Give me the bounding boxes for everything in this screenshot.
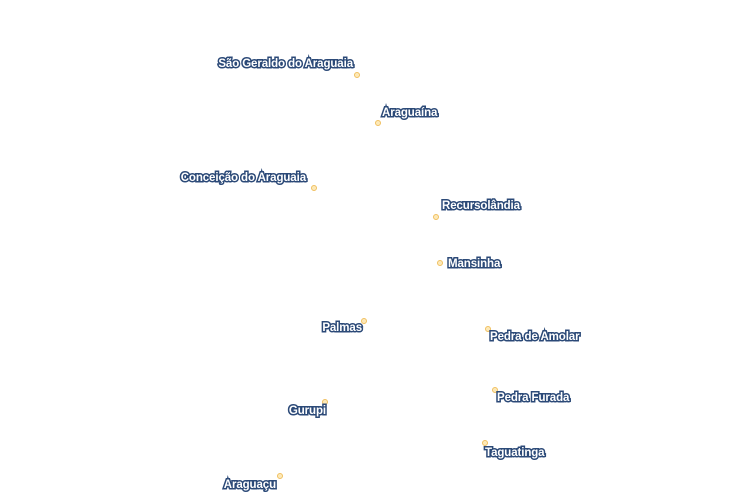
city-marker-icon[interactable] xyxy=(322,399,328,405)
city-marker-icon[interactable] xyxy=(492,387,498,393)
place-label: Pedra Furada xyxy=(495,391,570,406)
city-marker-icon[interactable] xyxy=(375,120,381,126)
place-label: Taguatinga xyxy=(483,446,546,461)
place-label: São Geraldo do Araguaia xyxy=(217,57,355,72)
city-marker-icon[interactable] xyxy=(437,260,443,266)
city-marker-icon[interactable] xyxy=(361,318,367,324)
city-marker-icon[interactable] xyxy=(482,440,488,446)
place-label: Mansinha xyxy=(446,257,501,272)
city-marker-icon[interactable] xyxy=(433,214,439,220)
city-marker-icon[interactable] xyxy=(485,326,491,332)
place-label: Recursolândia xyxy=(441,199,522,214)
place-label: Conceição do Araguaia xyxy=(179,171,307,186)
place-label: Araguaçu xyxy=(222,478,277,493)
place-label: Pedra de Amolar xyxy=(488,330,581,345)
place-label: Gurupi xyxy=(287,404,327,419)
city-marker-icon[interactable] xyxy=(311,185,317,191)
place-label: Palmas xyxy=(321,321,364,336)
place-label: Araguaína xyxy=(380,106,438,121)
city-marker-icon[interactable] xyxy=(277,473,283,479)
city-marker-icon[interactable] xyxy=(354,72,360,78)
